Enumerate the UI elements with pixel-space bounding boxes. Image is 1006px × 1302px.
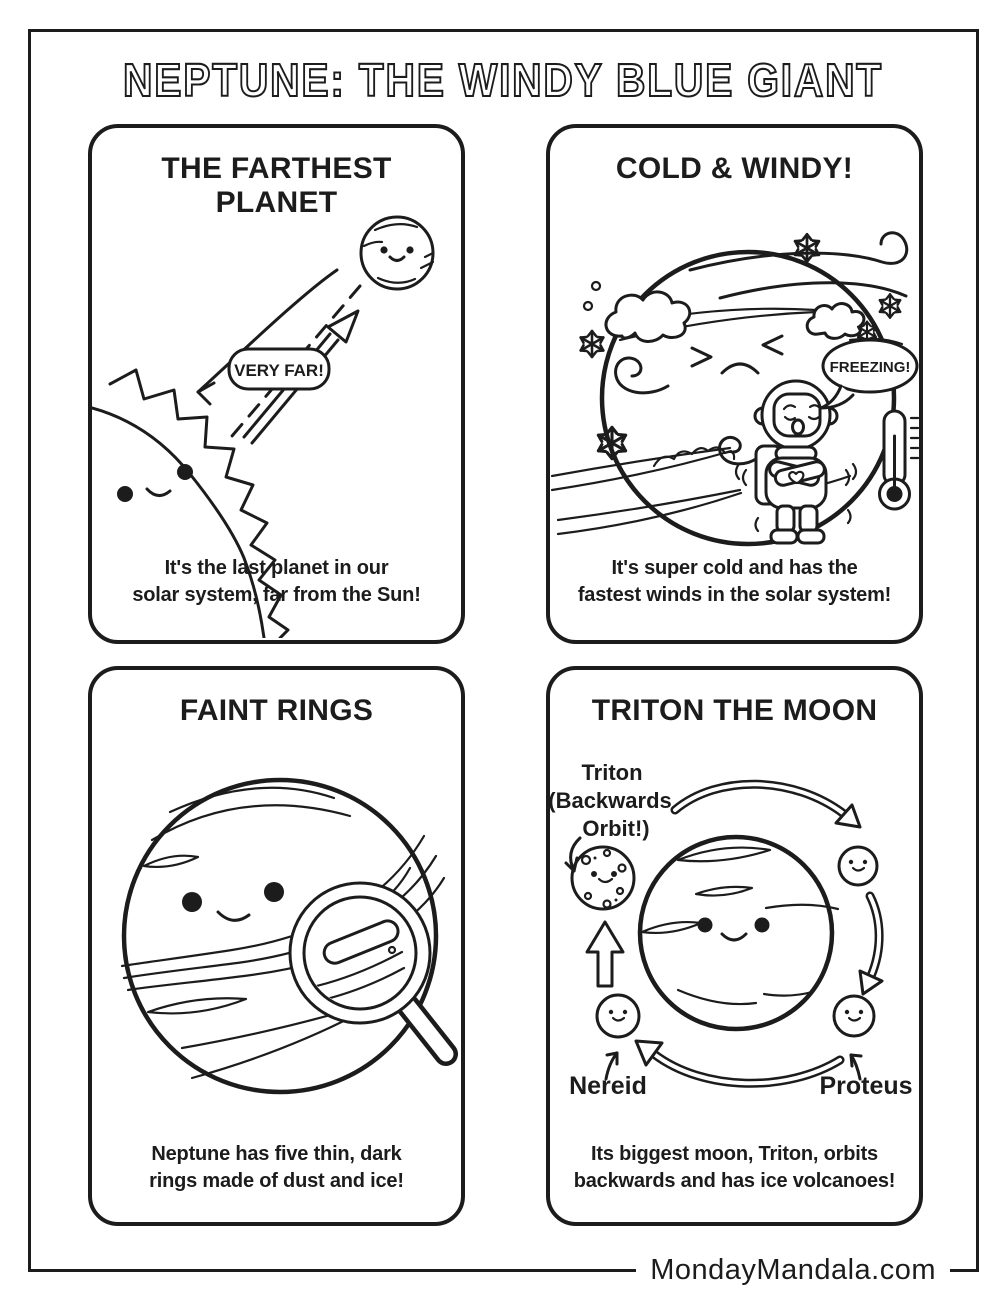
- panel3-caption-line2: rings made of dust and ice!: [149, 1170, 404, 1193]
- triton-moon-icon: [570, 845, 636, 911]
- panel-cold-windy: COLD & WINDY!: [546, 124, 923, 644]
- neptune-icon: [359, 215, 435, 291]
- curved-arrow: [196, 268, 339, 406]
- proteus-label: Proteus: [819, 1072, 912, 1100]
- panel3-heading: FAINT RINGS: [179, 694, 374, 727]
- sun-and-neptune-illustration: VERY FAR!: [92, 215, 435, 638]
- thermometer-icon: [878, 409, 919, 511]
- nereid-label: Nereid: [569, 1072, 647, 1100]
- panel-farthest-planet: THE FARTHEST PLANET: [88, 124, 465, 644]
- nereid-moon-icon: [595, 993, 641, 1039]
- proteus-pointer-arrow: [849, 1053, 863, 1081]
- footer-website: MondayMandala.com: [636, 1254, 950, 1287]
- panel-faint-rings: FAINT RINGS: [88, 666, 465, 1226]
- panel1-caption: It's the last planet in our solar system…: [92, 555, 461, 610]
- panel1-caption-line1: It's the last planet in our: [164, 556, 389, 579]
- panel-triton-moon: TRITON THE MOON: [546, 666, 923, 1226]
- panel4-caption-line1: Its biggest moon, Triton, orbits: [591, 1142, 878, 1165]
- freezing-speech-bubble: FREEZING!: [819, 338, 919, 410]
- sun-icon: [92, 368, 290, 638]
- panel3-caption-line1: Neptune has five thin, dark: [151, 1142, 402, 1165]
- orbit-arrow-bottom: [634, 1039, 845, 1088]
- dashed-distance-line: [230, 284, 362, 438]
- panel1-caption-line2: solar system, far from the Sun!: [132, 584, 421, 607]
- panel4-caption: Its biggest moon, Triton, orbits backwar…: [550, 1141, 919, 1196]
- orbit-arrow-left-up: [585, 920, 625, 988]
- panel3-caption: Neptune has five thin, dark rings made o…: [92, 1141, 461, 1196]
- triton-orbit-illustration: Triton (Backwards Orbit!) Nereid Proteus: [550, 760, 913, 1100]
- windy-neptune-illustration: FREEZING!: [550, 231, 919, 547]
- panel2-caption-line2: fastest winds in the solar system!: [577, 584, 892, 607]
- freezing-text: FREEZING!: [830, 359, 911, 376]
- panel2-caption: It's super cold and has the fastest wind…: [550, 555, 919, 610]
- panel2-heading: COLD & WINDY!: [615, 152, 854, 185]
- triton-label-line3: Orbit!): [582, 816, 649, 841]
- wind-swirls: [550, 231, 909, 536]
- proteus-moon-icon: [832, 994, 876, 1038]
- page-border: [28, 29, 979, 1272]
- page-title-text: NEPTUNE: THE WINDY BLUE GIANT: [123, 54, 883, 106]
- nereid-pointer-arrow: [604, 1051, 619, 1081]
- panel2-caption-line1: It's super cold and has the: [611, 556, 858, 579]
- panel4-caption-line2: backwards and has ice volcanoes!: [573, 1170, 896, 1193]
- magnifier-icon: [288, 881, 458, 1066]
- orbit-arrow-right: [858, 891, 884, 996]
- very-far-label: VERY FAR!: [227, 347, 331, 391]
- moon-top-right-icon: [837, 845, 879, 887]
- astronaut-icon: [734, 379, 858, 545]
- triton-label-line2: (Backwards: [550, 788, 672, 813]
- page-title: NEPTUNE: THE WINDY BLUE GIANT: [122, 53, 883, 106]
- neptune-windy-icon: [599, 249, 897, 547]
- triton-pointer-arrow: [564, 836, 582, 873]
- neptune-center-icon: [637, 834, 840, 1032]
- orbit-arrow-top: [670, 779, 862, 829]
- ringed-neptune-illustration: [120, 777, 458, 1095]
- cloud-icons: [582, 280, 866, 468]
- panel1-heading: THE FARTHEST PLANET: [161, 152, 392, 219]
- neptune-rings-icon: [121, 777, 439, 1095]
- very-far-text: VERY FAR!: [234, 361, 324, 380]
- panel4-heading: TRITON THE MOON: [591, 694, 878, 727]
- triton-label-line1: Triton: [581, 760, 642, 785]
